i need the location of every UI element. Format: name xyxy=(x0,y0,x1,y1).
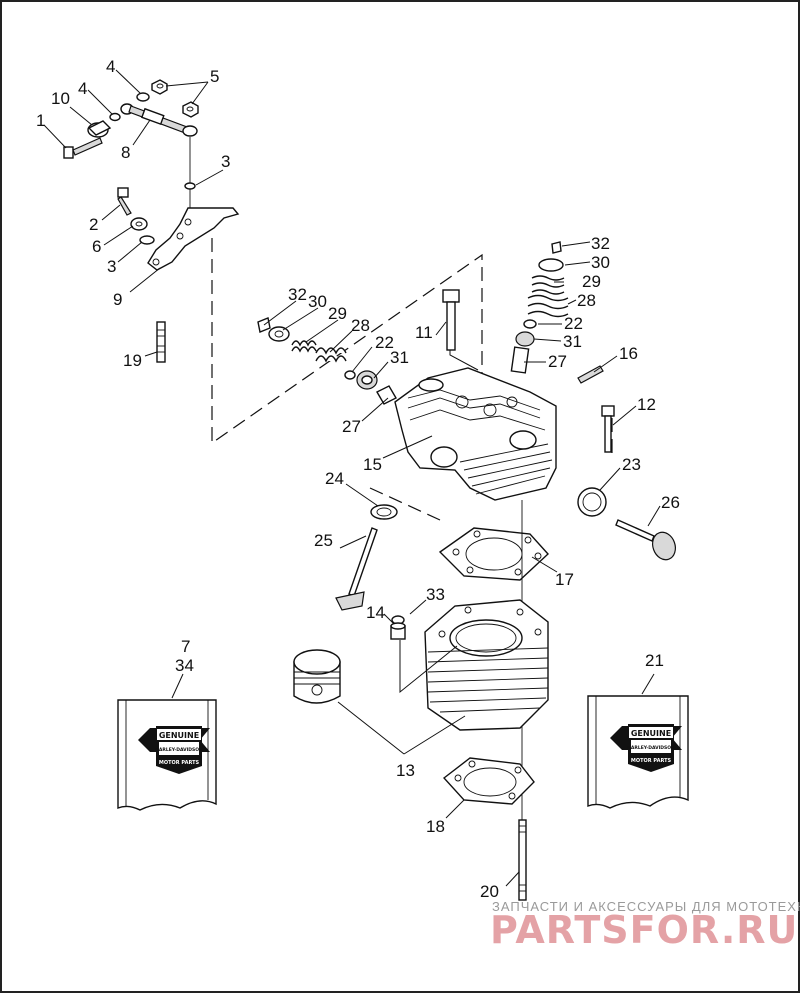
callout-1: 1 xyxy=(36,111,45,130)
callout-4: 4 xyxy=(78,79,87,98)
part-washer-3a xyxy=(184,182,196,190)
part-collar-30-left xyxy=(268,326,290,342)
callout-29: 29 xyxy=(328,304,347,323)
callout-16: 16 xyxy=(619,344,638,363)
callout-24: 24 xyxy=(325,469,344,488)
part-valve-25 xyxy=(335,527,378,611)
callout-26: 26 xyxy=(661,493,680,512)
callout-33: 33 xyxy=(426,585,445,604)
part-seal-31-right xyxy=(515,331,535,347)
callout-labels: 1 2 3 3 4 4 5 6 7 34 8 9 10 11 12 13 14 … xyxy=(36,57,680,901)
part-washer-3b xyxy=(139,235,155,245)
part-valve-seat-24 xyxy=(370,504,398,520)
part-spacer-10 xyxy=(87,120,112,138)
assembly-dash-lines xyxy=(211,238,613,521)
callout-30: 30 xyxy=(308,292,327,311)
callout-14: 14 xyxy=(366,603,385,622)
callout-32: 32 xyxy=(591,234,610,253)
part-collar-30-right xyxy=(538,258,564,272)
part-piston-13 xyxy=(293,649,341,704)
callout-5: 5 xyxy=(210,67,219,86)
callout-27: 27 xyxy=(342,417,361,436)
callout-21: 21 xyxy=(645,651,664,670)
badge-motor-parts-text: MOTOR PARTS xyxy=(159,760,200,766)
part-cylinder-head-15 xyxy=(394,367,557,501)
callout-15: 15 xyxy=(363,455,382,474)
part-nut-5a xyxy=(151,79,168,95)
callout-22: 22 xyxy=(375,333,394,352)
callout-6: 6 xyxy=(92,237,101,256)
part-washer-4a xyxy=(109,112,121,122)
part-base-gasket-18 xyxy=(442,757,535,805)
callout-31: 31 xyxy=(390,348,409,367)
part-washer-4b xyxy=(136,92,150,102)
callout-19: 19 xyxy=(123,351,142,370)
part-spring-28-right xyxy=(527,294,569,318)
callout-22: 22 xyxy=(564,314,583,333)
part-cylinder-13 xyxy=(424,599,549,731)
callout-20: 20 xyxy=(480,882,499,901)
part-guide-27-right xyxy=(510,346,530,374)
callout-4: 4 xyxy=(106,57,115,76)
part-bolt-2 xyxy=(117,187,132,216)
part-guide-27-left xyxy=(376,385,397,405)
part-bracket-9 xyxy=(147,207,240,271)
callout-8: 8 xyxy=(121,143,130,162)
part-washer-22-right xyxy=(523,319,537,329)
badge-brand-text: HARLEY-DAVIDSON xyxy=(627,745,675,751)
callout-9: 9 xyxy=(113,290,122,309)
part-seal-31-left xyxy=(356,370,378,390)
genuine-badge-left: GENUINE HARLEY-DAVIDSON MOTOR PARTS xyxy=(138,726,210,774)
callout-7: 7 xyxy=(181,637,190,656)
part-stud-20 xyxy=(518,819,527,901)
genuine-badge-right: GENUINE HARLEY-DAVIDSON MOTOR PARTS xyxy=(610,724,682,772)
part-washer-22-left xyxy=(344,370,356,380)
callout-27: 27 xyxy=(548,352,567,371)
callout-31: 31 xyxy=(563,332,582,351)
badge-motor-parts-text: MOTOR PARTS xyxy=(631,758,672,764)
part-dowel-14 xyxy=(390,622,406,640)
callout-28: 28 xyxy=(577,291,596,310)
callout-11: 11 xyxy=(415,323,433,342)
callout-3: 3 xyxy=(221,152,230,171)
callout-29: 29 xyxy=(582,272,601,291)
part-nut-5b xyxy=(182,101,199,118)
part-head-gasket-17 xyxy=(438,527,549,581)
callout-10: 10 xyxy=(51,89,70,108)
callout-17: 17 xyxy=(555,570,574,589)
callout-12: 12 xyxy=(637,395,656,414)
part-bolt-11 xyxy=(442,289,460,351)
callout-2: 2 xyxy=(89,215,98,234)
badge-genuine-text: GENUINE xyxy=(631,729,671,738)
part-spring-29-right xyxy=(531,275,565,295)
part-bolt-1 xyxy=(63,137,103,159)
watermark: ЗАПЧАСТИ И АКСЕССУАРЫ ДЛЯ МОТОТЕХНИКИ PA… xyxy=(490,899,800,952)
part-valve-seat-23 xyxy=(577,487,607,517)
callout-3: 3 xyxy=(107,257,116,276)
badge-genuine-text: GENUINE xyxy=(159,731,199,740)
callout-32: 32 xyxy=(288,285,307,304)
part-spring-28-left xyxy=(315,347,347,363)
part-valve-26 xyxy=(615,519,676,561)
callout-30: 30 xyxy=(591,253,610,272)
part-rod-8 xyxy=(120,103,198,137)
callout-13: 13 xyxy=(396,761,415,780)
watermark-site: PARTSFOR.RU xyxy=(490,908,798,952)
part-spring-29-left xyxy=(291,340,317,353)
part-bushing-6 xyxy=(130,217,148,231)
badge-brand-text: HARLEY-DAVIDSON xyxy=(155,747,203,753)
callout-18: 18 xyxy=(426,817,445,836)
callout-28: 28 xyxy=(351,316,370,335)
part-bolt-12 xyxy=(601,405,615,453)
leader-lines xyxy=(43,69,661,887)
callout-34: 34 xyxy=(175,656,194,675)
watermark-tagline: ЗАПЧАСТИ И АКСЕССУАРЫ ДЛЯ МОТОТЕХНИКИ xyxy=(492,899,800,914)
callout-25: 25 xyxy=(314,531,333,550)
callout-23: 23 xyxy=(622,455,641,474)
part-keepers-32-right xyxy=(551,241,562,254)
part-stud-19 xyxy=(156,321,166,363)
